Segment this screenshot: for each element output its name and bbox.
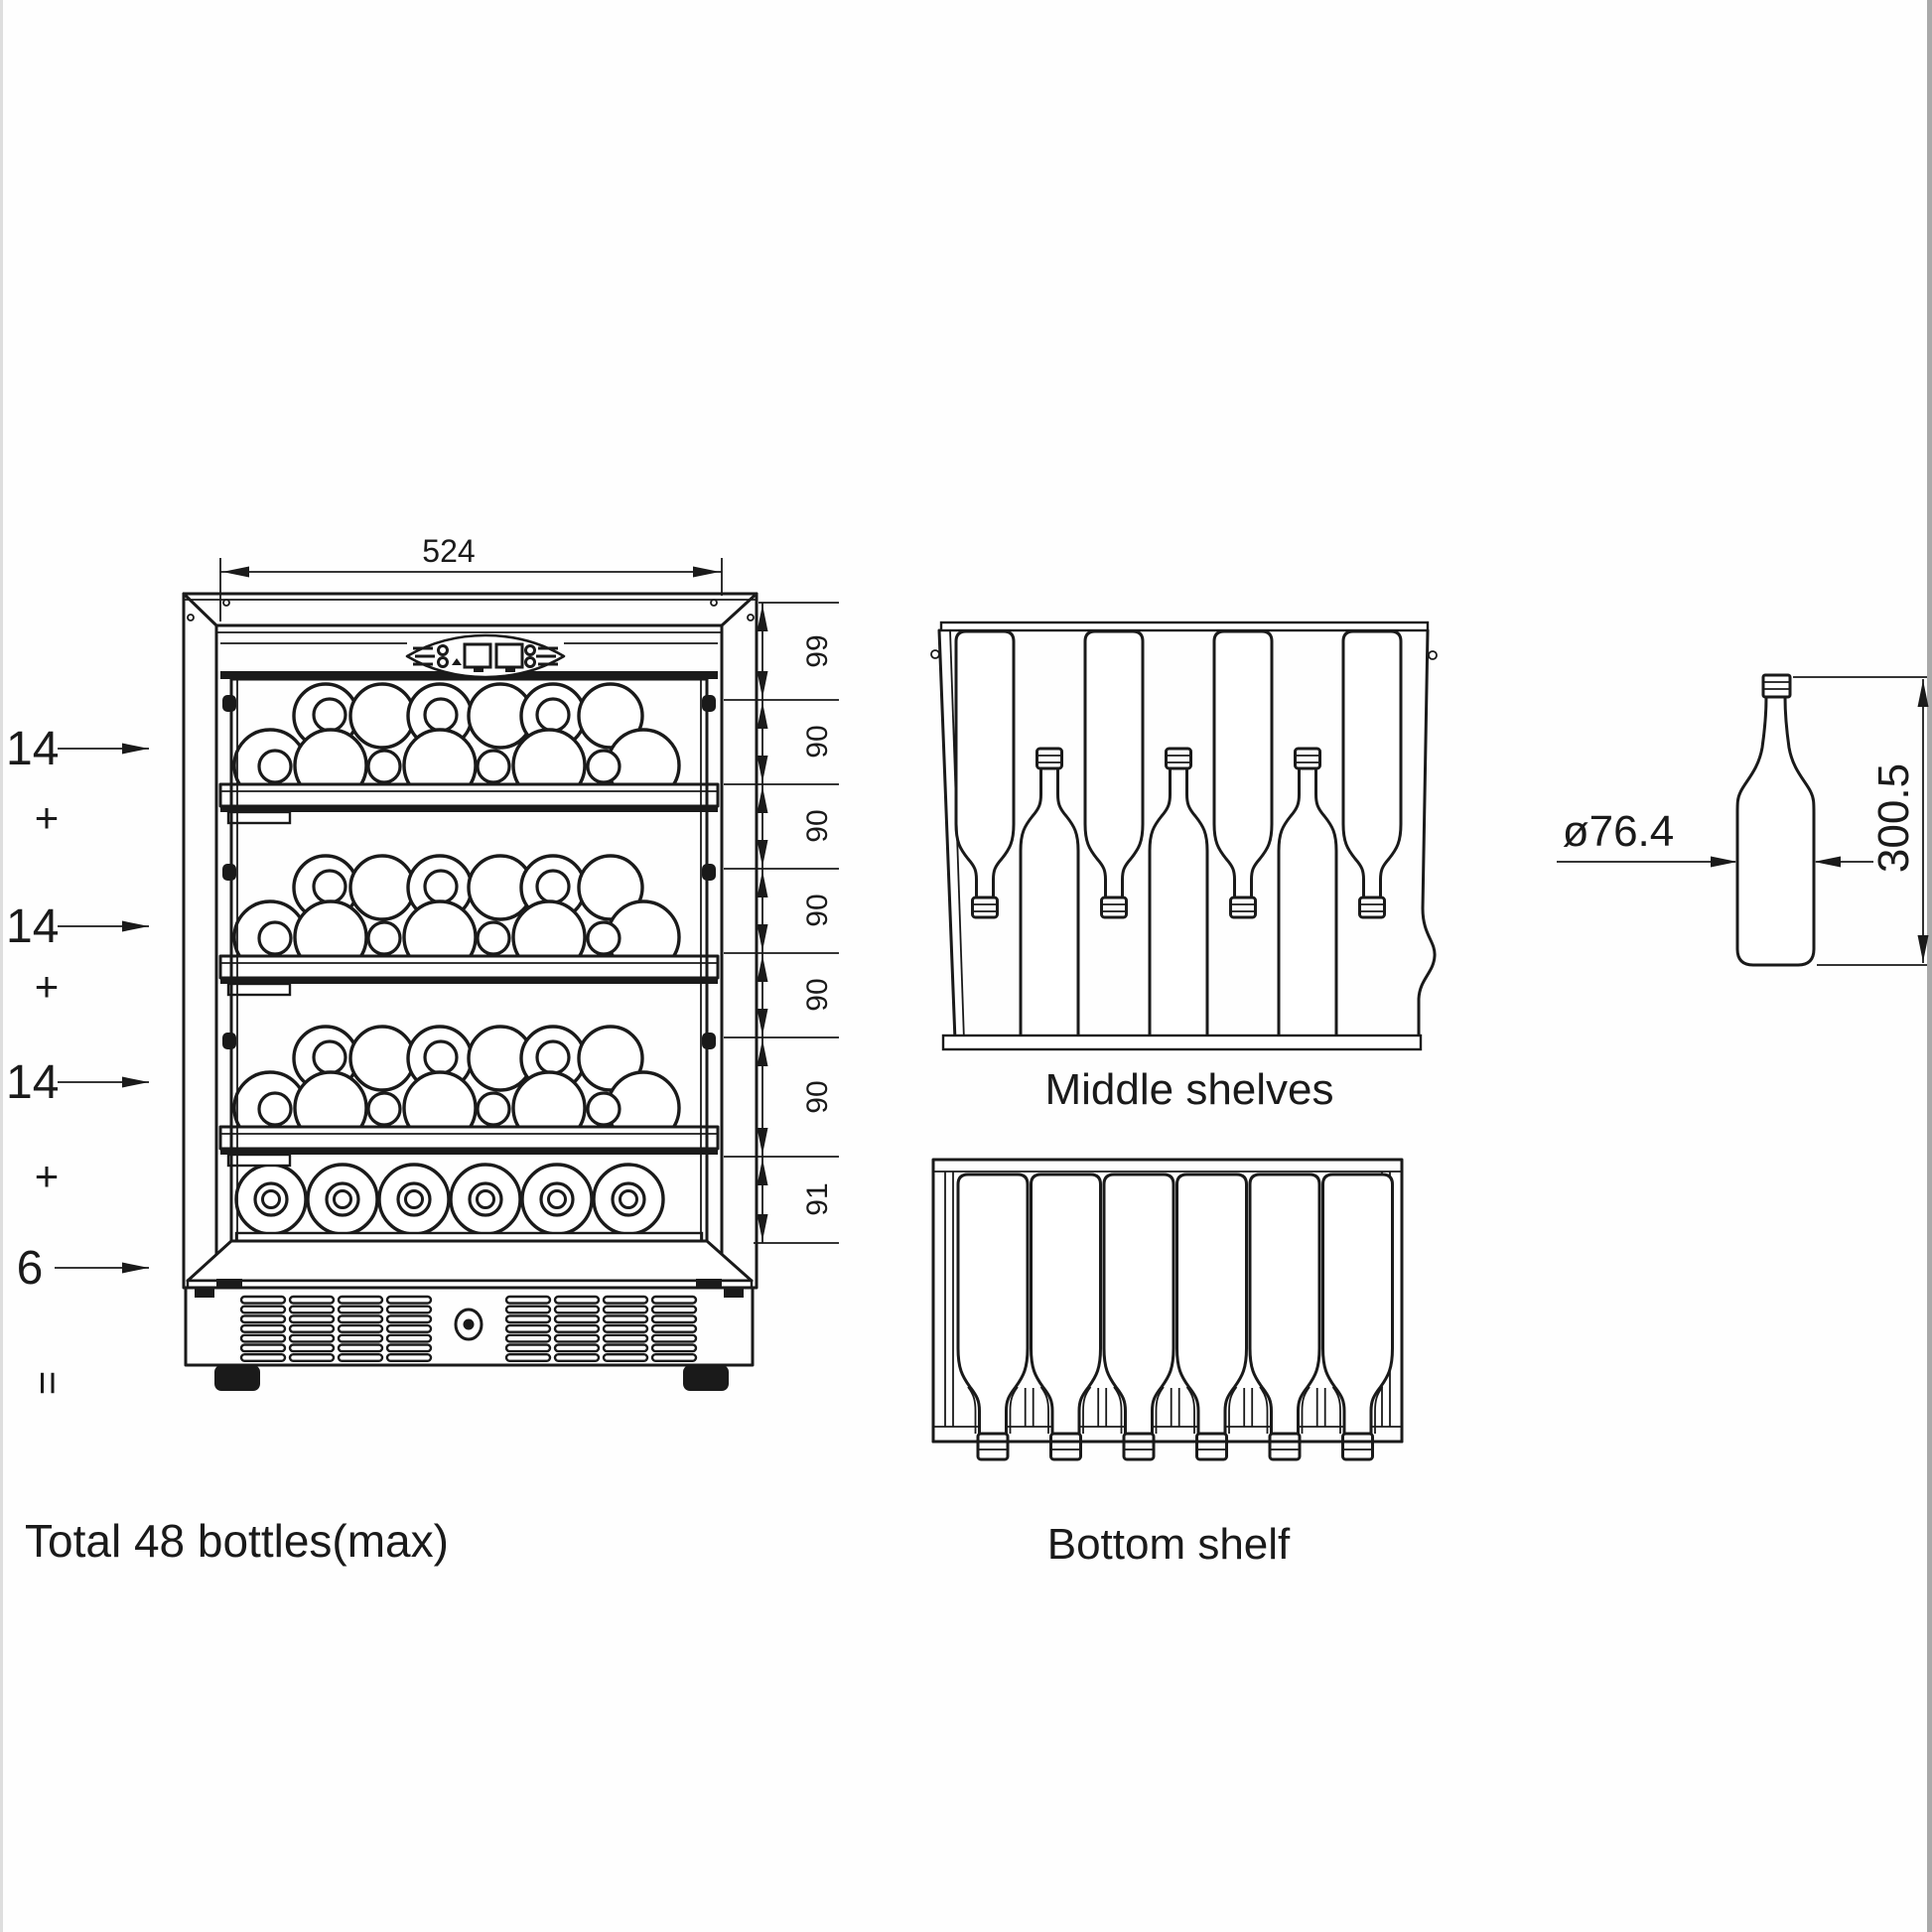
screw-dot (187, 614, 195, 621)
screw-dot (710, 599, 718, 607)
middle-shelf-bottle-down (1212, 629, 1274, 919)
screw-dot (222, 599, 230, 607)
bottle-height-label: 300.5 (1869, 763, 1918, 873)
bottom-shelf-dividers (1024, 1388, 1326, 1427)
height-dimensions: 99 90 90 90 90 90 91 (724, 602, 839, 1244)
up-arrow-icon (452, 658, 462, 665)
standing-bottles-row (234, 1163, 704, 1245)
perspective-corner-right (720, 592, 759, 627)
bottom-shelf-bottle (956, 1173, 1030, 1461)
height-dim-90e: 90 (801, 1080, 834, 1113)
control-panel-icons (413, 642, 558, 672)
height-dim-99: 99 (801, 634, 834, 667)
shelf-rail-2 (218, 954, 720, 997)
foot-right (683, 1365, 729, 1391)
door-sill (186, 1239, 754, 1290)
bottom-shelf-figure: Bottom shelf (931, 1158, 1404, 1569)
front-view: 524 99 90 90 90 90 90 91 14 (6, 533, 839, 1567)
perspective-corner-left (182, 592, 218, 627)
capacity-bottom: 6 (17, 1242, 44, 1295)
height-dim-90d: 90 (801, 978, 834, 1011)
middle-shelf-bottle-down (954, 629, 1016, 919)
display-icon (494, 642, 524, 669)
total-capacity-label: Total 48 bottles(max) (25, 1515, 449, 1567)
foot-left (214, 1365, 260, 1391)
middle-shelves-label: Middle shelves (1044, 1065, 1333, 1114)
button-icon (524, 644, 536, 656)
middle-shelf-bottle-up (1277, 747, 1338, 1042)
height-dim-90a: 90 (801, 725, 834, 758)
bottom-shelf-bottle (1102, 1173, 1175, 1461)
kick-plate (184, 1286, 755, 1391)
bottom-shelf-bottle (1248, 1173, 1321, 1461)
bottle-diameter-label: ø76.4 (1563, 807, 1675, 856)
middle-shelf-bottle-down (1083, 629, 1145, 919)
bottle-height-dimension: 300.5 (1793, 676, 1929, 966)
equals-sign: = (25, 1371, 71, 1396)
bottom-shelf-bottle (1175, 1173, 1248, 1461)
height-dim-90c: 90 (801, 894, 834, 926)
plus-sign-3: + (35, 1153, 60, 1199)
display-icon (463, 642, 492, 669)
shelf-rail-3 (218, 1125, 720, 1168)
bottle-figure: ø76.4 300.5 (1557, 673, 1929, 967)
middle-shelf-bottle-up (1019, 747, 1080, 1042)
capacity-shelf-1: 14 (6, 723, 59, 775)
plus-sign-2: + (35, 963, 60, 1010)
bottle-diameter-dimension: ø76.4 (1557, 807, 1873, 868)
width-dimension: 524 (219, 533, 723, 621)
capacity-shelf-2: 14 (6, 900, 59, 953)
middle-shelves-figure: Middle shelves (930, 621, 1438, 1114)
plus-sign-1: + (35, 794, 60, 841)
control-panel (220, 633, 718, 679)
bottom-shelf-label: Bottom shelf (1047, 1520, 1291, 1569)
screw-dot (747, 614, 755, 621)
left-edge-strip (0, 0, 3, 1932)
door-lock (454, 1308, 483, 1341)
middle-shelf-bottle-down (1341, 629, 1403, 919)
bottom-shelf-bottle (1030, 1173, 1102, 1461)
width-dim-label: 524 (422, 533, 475, 569)
right-edge-strip (1927, 0, 1932, 1932)
middle-shelf-bottle-up (1148, 747, 1209, 1042)
shelf-hooks (222, 695, 716, 1049)
shelf-rail-1 (218, 782, 720, 825)
height-dim-91: 91 (801, 1182, 834, 1215)
middle-shelf-frame (930, 621, 1438, 1051)
button-icon (437, 656, 449, 668)
bottle-outline (1735, 673, 1816, 967)
capacity-shelf-3: 14 (6, 1056, 59, 1109)
capacity-annotations: 14 + 14 + 14 + 6 = Total 48 bottles(max) (6, 723, 449, 1567)
button-icon (437, 644, 449, 656)
button-icon (524, 656, 536, 668)
height-dim-90b: 90 (801, 809, 834, 842)
